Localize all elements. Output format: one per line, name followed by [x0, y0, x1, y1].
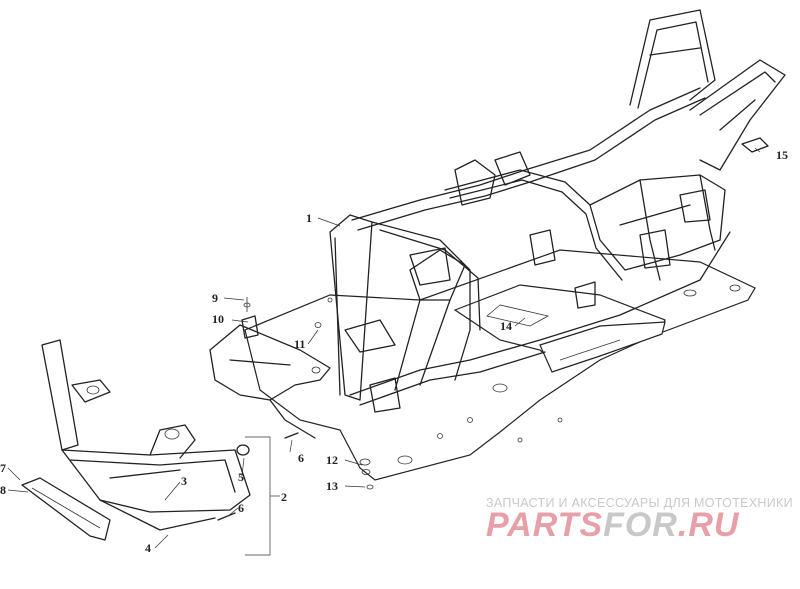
- callout-10: 10: [212, 312, 224, 326]
- watermark-logo-ru: .RU: [677, 506, 740, 544]
- callout-3: 3: [181, 474, 187, 488]
- callout-12: 12: [326, 453, 338, 467]
- callout-1: 1: [306, 211, 312, 225]
- callout-7: 7: [0, 461, 6, 475]
- callout-6a: 6: [298, 451, 304, 465]
- callout-4: 4: [145, 541, 151, 555]
- callout-labels: 1 2 3 4 5 6 6 7 8 9 10 11 12 13 14 15: [0, 148, 788, 555]
- hardware: [217, 137, 769, 521]
- callout-9: 9: [212, 291, 218, 305]
- leader-lines: [7, 147, 761, 556]
- main-frame: [329, 9, 786, 413]
- watermark-logo: PARTSFOR.RU: [486, 506, 739, 545]
- callout-11: 11: [294, 337, 305, 351]
- callout-6b: 6: [238, 501, 244, 515]
- callout-15: 15: [776, 148, 788, 162]
- watermark-logo-parts: PARTS: [486, 506, 604, 544]
- watermark-tagline: ЗАПЧАСТИ И АКСЕССУАРЫ ДЛЯ МОТОТЕХНИКИ: [486, 496, 793, 510]
- watermark-logo-for: FOR: [603, 506, 678, 544]
- front-bracket: [209, 315, 331, 439]
- callout-2: 2: [281, 490, 287, 504]
- front-bumper: [21, 339, 251, 541]
- skid-plate: [244, 249, 756, 481]
- callout-8: 8: [0, 483, 6, 497]
- floor-pan: [453, 284, 666, 373]
- callout-13: 13: [326, 479, 338, 493]
- callout-14: 14: [500, 319, 512, 333]
- callout-5: 5: [238, 470, 244, 484]
